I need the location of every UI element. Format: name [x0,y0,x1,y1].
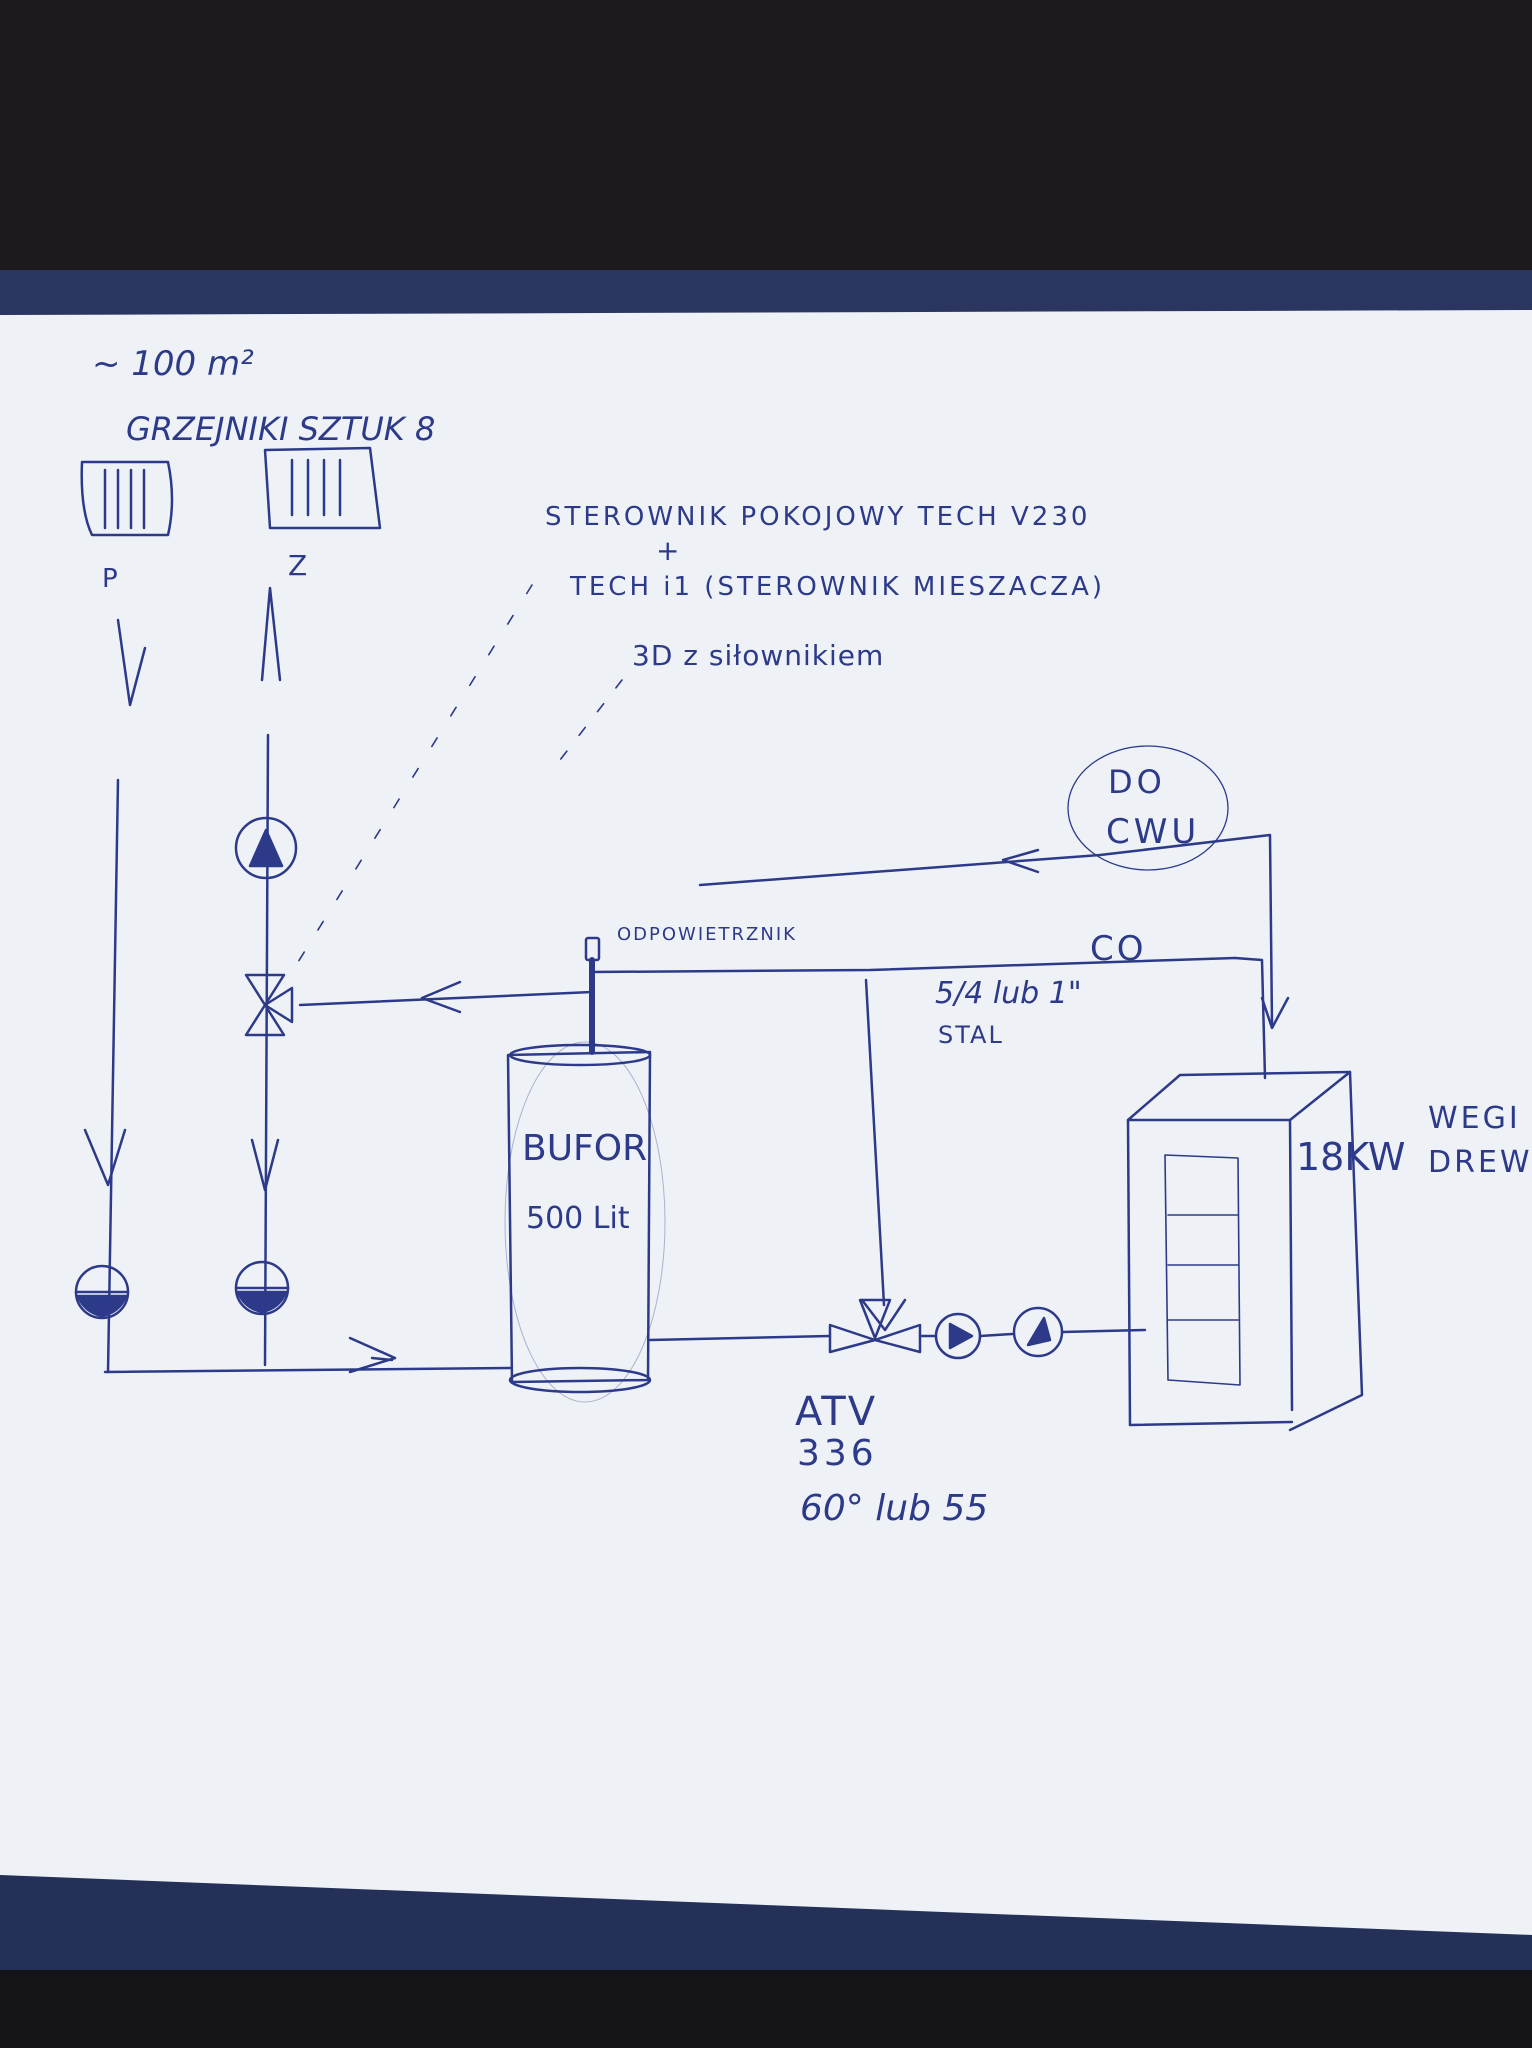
buffer-to-valve-pipe [298,990,594,1007]
three-way-valve-icon [244,973,294,1037]
co-label: CO [1090,929,1147,969]
dhw-arrow-left [1001,848,1040,874]
controller-plus: + [656,534,679,567]
flow-arrow-bottom-1 [348,1336,397,1374]
return-arrow-down-top [116,618,147,707]
dhw-circle [1067,745,1229,871]
controller-line2: TECH i1 (STEROWNIK MIESZACZA) [569,572,1105,602]
controller-line1: STEROWNIK POKOJOWY TECH V230 [545,502,1090,532]
boiler-to-co-pipe [1233,956,1267,1080]
pipe-material-label: STAL [938,1021,1004,1049]
dhw-arrow-down [1260,996,1290,1030]
pump-to-valve-pipe [978,1332,1014,1338]
ink-drawing [74,446,1364,1432]
supply-arrow-down-lower [250,1138,280,1192]
buffer-label-line2: 500 Lit [526,1201,630,1236]
return-label: P [102,564,118,594]
return-pipe-vertical [106,778,120,1374]
co-supply-pipe [590,956,1237,974]
boiler-icon [1126,1070,1364,1432]
dhw-label-line2: CWU [1106,812,1200,852]
bottom-return-pipe [103,1366,512,1374]
co-to-atv-pipe [864,978,886,1307]
paper-sheet [0,310,1532,1935]
radiators-label: GRZEJNIKI SZTUK 8 [126,410,435,448]
buffer-to-atv-pipe [648,1334,832,1342]
shutoff-valve-icon-left [74,1264,130,1320]
air-vent-label: ODPOWIETRZNIK [617,924,797,945]
shutoff-valve-icon-right [234,1260,290,1316]
flow-arrow-bottom-2 [370,1356,394,1362]
area-label: ~ 100 m² [92,344,254,384]
binder-dark-bottom [0,1970,1532,2048]
atv-valve-icon [828,1298,922,1354]
dhw-label-line1: DO [1108,763,1166,801]
atv-label-line3: 60° lub 55 [800,1488,988,1529]
return-arrow-down-lower [83,1128,127,1187]
valve-note-label: 3D z siłownikiem [632,639,884,672]
radiator-icon-right [263,446,382,530]
fuel-label-line1: WEGI [1428,1101,1521,1136]
boiler-power-label: 18KW [1296,1135,1406,1179]
flow-arrow-to-valve [420,980,462,1014]
valve-to-boiler-pipe [1060,1328,1147,1334]
pump-icon-supply [234,816,298,880]
supply-label: Z [288,549,307,582]
pump-icon-boiler [934,1312,982,1360]
pipe-size-label: 5/4 lub 1" [935,976,1082,1011]
dhw-pipe [698,833,1274,1027]
buffer-tank-icon [504,1041,666,1403]
atv-label-line2: 336 [797,1433,878,1474]
air-vent-icon [584,936,601,1055]
atv-arrow-down [860,1298,907,1332]
controller-leader-line [289,584,533,976]
supply-arrow-up-top [260,586,282,682]
atv-label-line1: ATV [795,1389,877,1435]
fuel-label-line2: DREW [1428,1145,1532,1180]
buffer-label-line1: BUFOR [522,1128,647,1169]
radiator-icon-left [80,460,174,537]
